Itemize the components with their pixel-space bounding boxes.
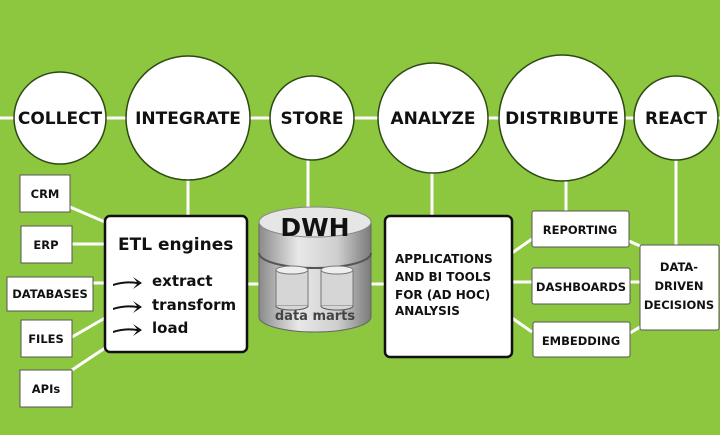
stage-react: REACT (633, 75, 719, 161)
data-mart-icon (275, 265, 309, 311)
source-label: ERP (33, 238, 58, 252)
source-files: FILES (20, 319, 73, 358)
output-reporting: REPORTING (531, 210, 630, 248)
source-crm: CRM (19, 174, 71, 213)
decisions-text: DECISIONS (644, 298, 714, 312)
stage-analyze: ANALYZE (377, 62, 489, 174)
stage-label: ANALYZE (391, 109, 476, 129)
analysis-box: APPLICATIONS AND BI TOOLS FOR (AD HOC) A… (383, 214, 514, 359)
etl-step: load (152, 319, 188, 337)
etl-step: transform (152, 296, 236, 314)
dwh-subtitle: data marts (275, 309, 356, 324)
analysis-text: AND BI TOOLS (395, 270, 491, 284)
analysis-text: ANALYSIS (395, 304, 460, 318)
source-label: FILES (28, 332, 64, 346)
stage-collect: COLLECT (13, 71, 107, 165)
source-apis: APIs (19, 369, 73, 408)
dwh-database-icon: DWH data marts (258, 206, 372, 333)
arrow-icon (113, 277, 142, 289)
etl-box: ETL engines extract transform load (103, 214, 249, 354)
stage-distribute: DISTRIBUTE (498, 54, 626, 182)
dwh-title: DWH (280, 213, 349, 242)
output-label: EMBEDDING (542, 334, 620, 348)
source-databases: DATABASES (6, 276, 94, 312)
decisions-box: DATA- DRIVEN DECISIONS (639, 244, 720, 331)
analysis-text: APPLICATIONS (395, 252, 493, 266)
data-mart-icon (320, 265, 354, 311)
output-embedding: EMBEDDING (532, 321, 631, 358)
analysis-text: FOR (AD HOC) (395, 288, 490, 302)
etl-title: ETL engines (118, 235, 233, 255)
arrow-icon (113, 301, 142, 313)
stage-label: STORE (281, 109, 344, 129)
output-label: DASHBOARDS (536, 280, 626, 294)
source-label: APIs (32, 382, 61, 396)
stage-label: REACT (645, 109, 707, 129)
stage-integrate: INTEGRATE (125, 55, 251, 181)
source-label: DATABASES (12, 287, 88, 301)
decisions-text: DATA- (660, 260, 698, 274)
stage-label: DISTRIBUTE (505, 109, 619, 129)
arrow-icon (113, 324, 142, 336)
source-label: CRM (31, 187, 60, 201)
stage-store: STORE (269, 75, 355, 161)
decisions-text: DRIVEN (654, 279, 703, 293)
stage-label: COLLECT (18, 109, 103, 129)
etl-step: extract (152, 272, 213, 290)
stage-label: INTEGRATE (135, 109, 241, 129)
output-dashboards: DASHBOARDS (531, 267, 631, 305)
source-erp: ERP (20, 225, 73, 264)
output-label: REPORTING (543, 223, 617, 237)
